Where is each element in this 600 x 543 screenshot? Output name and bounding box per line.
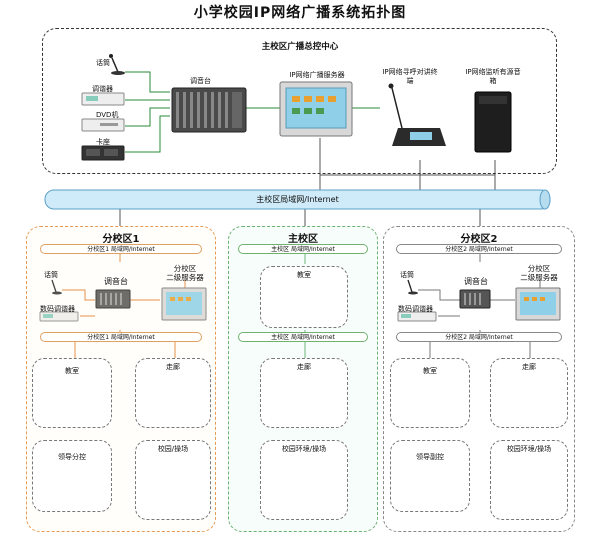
branch1-net-bottom: 分校区1 局域网/Internet	[40, 332, 202, 342]
branch2-corridor-label: 走廊	[522, 363, 536, 371]
main-playground-box	[260, 440, 348, 520]
branch1-playground-box	[135, 440, 211, 520]
branch2-classroom-box	[390, 358, 470, 428]
main-classroom-label: 教室	[297, 271, 311, 279]
main-net-bottom: 主校区 局域网/Internet	[238, 332, 368, 342]
branch1-server-label-line2: 二级服务器	[166, 273, 204, 282]
branch1-corridor-box	[135, 358, 211, 428]
mixer-device	[171, 87, 247, 133]
branch1-leader-label: 领导分控	[58, 453, 86, 461]
branch1-server-label-line1: 分校区	[173, 264, 197, 273]
control-center-title: 主校区广播总控中心	[261, 42, 339, 52]
main-title: 主校区	[288, 234, 318, 245]
tuner-device	[81, 92, 125, 106]
branch2-net-bottom: 分校区2 局域网/Internet	[396, 332, 562, 342]
dvd-device	[81, 118, 125, 132]
branch2-server-label-line2: 二级服务器	[520, 273, 558, 282]
branch2-mic-device	[407, 279, 418, 295]
branch2-server-label: 分校区 二级服务器	[516, 264, 562, 282]
cassette-device	[81, 145, 125, 161]
main-corridor-box	[260, 358, 348, 428]
branch2-zone	[383, 226, 575, 532]
main-corridor-label: 走廊	[297, 363, 311, 371]
backbone-label: 主校区局域网/Internet	[256, 195, 339, 204]
branch1-mic-device	[51, 279, 62, 295]
branch1-net-top: 分校区1 局域网/Internet	[40, 244, 202, 254]
branch2-leader-label: 领导副控	[416, 453, 444, 461]
branch1-tuner-label: 数码调谐器	[40, 305, 75, 313]
branch1-title: 分校区1	[102, 234, 140, 245]
branch2-mic-label: 话筒	[400, 271, 414, 279]
monitor-speaker-device	[474, 91, 512, 153]
cc-cassette-label: 卡座	[96, 138, 110, 146]
branch2-corridor-box	[490, 358, 568, 428]
intercom-device	[388, 83, 446, 146]
backbone-pipe	[44, 189, 551, 210]
branch1-classroom-label: 教室	[65, 367, 79, 375]
cc-tuner-label: 调谐器	[92, 85, 113, 93]
branch2-leader-box	[390, 440, 470, 512]
microphone-device	[109, 54, 125, 75]
control-center-box	[42, 28, 557, 174]
page-title: 小学校园IP网络广播系统拓扑图	[193, 5, 407, 21]
server-device	[279, 81, 353, 137]
branch2-server-label-line1: 分校区	[527, 264, 551, 273]
branch2-playground-box	[490, 440, 568, 520]
branch1-corridor-label: 走廊	[166, 363, 180, 371]
branch1-server-label: 分校区 二级服务器	[162, 264, 208, 282]
branch1-mixer-device	[95, 289, 131, 309]
branch1-server-device	[161, 287, 207, 321]
main-classroom-box	[260, 266, 348, 328]
branch2-tuner-label: 数码调谐器	[398, 305, 433, 313]
branch1-mixer-label: 调音台	[104, 277, 128, 286]
branch1-playground-label: 校园/操场	[157, 445, 189, 453]
cc-server-label: IP网络广播服务器	[289, 71, 345, 79]
branch2-net-top: 分校区2 局域网/Internet	[396, 244, 562, 254]
branch1-leader-box	[32, 440, 112, 512]
cc-dvd-label: DVD机	[96, 111, 119, 119]
branch2-mixer-label: 调音台	[464, 277, 488, 286]
branch2-mixer-device	[459, 289, 491, 309]
branch2-classroom-label: 教室	[423, 367, 437, 375]
branch1-classroom-box	[32, 358, 112, 428]
cc-mixer-label: 调音台	[190, 77, 211, 85]
cc-mic-label: 话筒	[96, 59, 110, 67]
cc-intercom-label: IP网络寻呼对讲终端	[382, 68, 438, 85]
branch2-server-device	[515, 287, 561, 321]
branch2-tuner-device	[397, 311, 437, 322]
branch1-tuner-device	[39, 311, 79, 322]
branch2-playground-label: 校园环境/操场	[506, 445, 552, 453]
branch1-mic-label: 话筒	[44, 271, 58, 279]
cc-monitor-label: IP网络监听有源音箱	[465, 68, 521, 85]
main-net-top: 主校区 局域网/Internet	[238, 244, 368, 254]
main-playground-label: 校园环境/操场	[281, 445, 327, 453]
branch2-title: 分校区2	[460, 234, 498, 245]
